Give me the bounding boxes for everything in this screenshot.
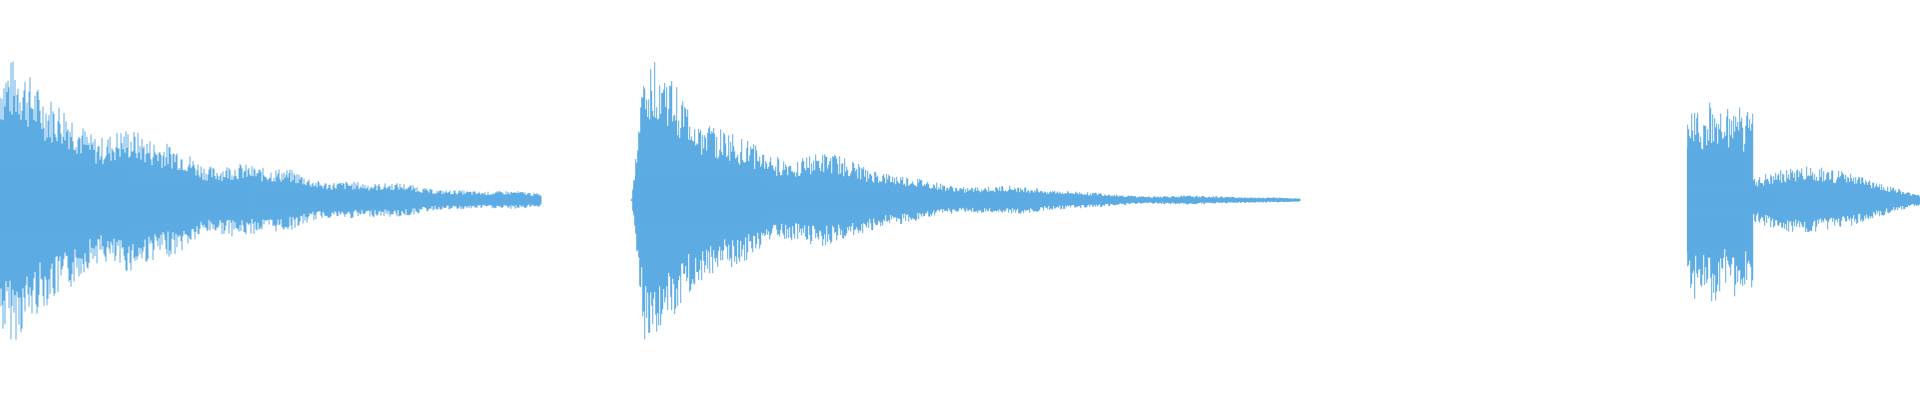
waveform-clips [0,61,1920,340]
clip-1-waveform-core [0,122,541,278]
clip-1[interactable] [0,61,542,340]
clip-3[interactable] [1686,102,1920,302]
clip-2-waveform-core [630,119,1301,281]
clip-2[interactable] [630,62,1301,340]
clip-3-waveform-core [1686,143,1920,257]
